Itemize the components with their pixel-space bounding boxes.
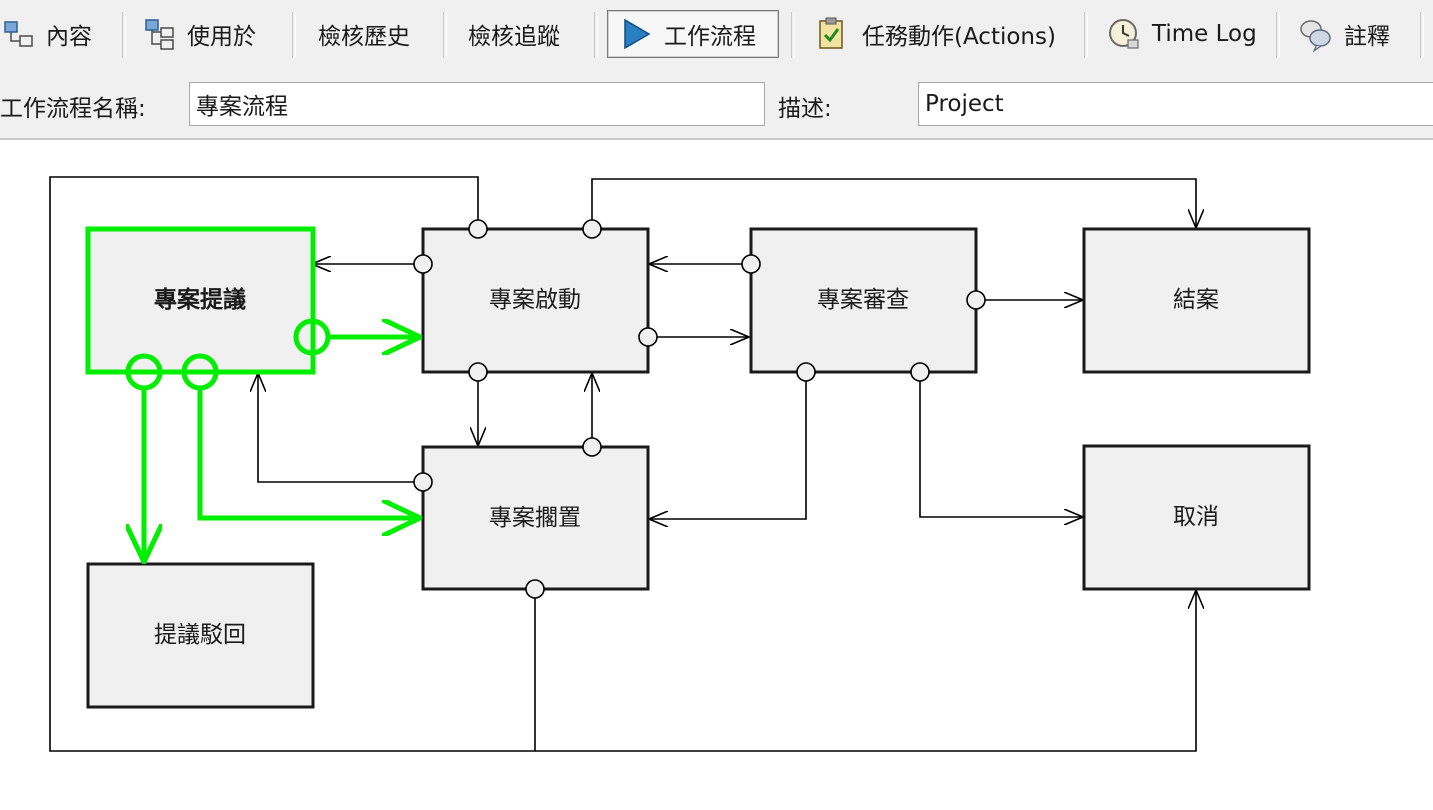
tab-audit-trail[interactable]: 檢核追蹤 (468, 10, 560, 58)
transition-start-to-close[interactable] (591, 178, 1196, 229)
transition-start-to-reject-loop[interactable] (49, 176, 1196, 752)
tab-time-log[interactable]: Time Log (1106, 10, 1257, 58)
toolbar-separator (1420, 12, 1424, 58)
tab-workflow-label: 工作流程 (664, 24, 756, 50)
workflow-name-input[interactable] (189, 82, 765, 126)
transition-review-to-hold[interactable] (649, 372, 807, 519)
workflow-properties: 工作流程名稱: 描述: (0, 70, 1433, 140)
node-hold[interactable]: 專案擱置 (421, 445, 650, 591)
port[interactable] (525, 579, 545, 599)
port[interactable] (966, 290, 986, 310)
toolbar-separator (292, 12, 296, 58)
node-cancel[interactable]: 取消 (1082, 444, 1311, 591)
port[interactable] (741, 254, 761, 274)
toolbar: 內容 使用於 檢核歷史 檢核追蹤 工作流程 (0, 0, 1433, 71)
port[interactable] (582, 219, 602, 239)
port[interactable] (796, 362, 816, 382)
node-proposal-label: 專案提議 (154, 286, 246, 313)
tab-audit-history-label: 檢核歷史 (318, 24, 410, 50)
tab-audit-trail-label: 檢核追蹤 (468, 24, 560, 50)
transition-hold-to-proposal[interactable] (258, 373, 422, 483)
node-proposal[interactable]: 專案提議 (85, 226, 316, 375)
tab-used-in-label: 使用於 (187, 24, 256, 50)
node-close[interactable]: 結案 (1082, 227, 1311, 374)
port[interactable] (413, 472, 433, 492)
speech-bubbles-icon (1300, 20, 1331, 52)
workflow-name-label: 工作流程名稱: (0, 96, 146, 122)
port[interactable] (413, 254, 433, 274)
used-in-icon (145, 19, 174, 50)
node-reject-label: 提議駁回 (154, 622, 246, 648)
workflow-diagram: 專案啟動 專案審查 結案 專案擱置 取消 提議駁回 專案提議 (49, 176, 1311, 752)
tab-audit-history[interactable]: 檢核歷史 (318, 10, 410, 58)
port[interactable] (468, 362, 488, 382)
clock-icon (1109, 19, 1139, 49)
toolbar-separator (791, 12, 795, 58)
tab-content-label: 內容 (46, 24, 92, 50)
port-selected[interactable] (181, 353, 219, 391)
clipboard-check-icon (819, 17, 843, 49)
tab-workflow[interactable]: 工作流程 (607, 10, 779, 58)
port-selected[interactable] (125, 353, 163, 391)
tab-used-in[interactable]: 使用於 (143, 10, 256, 58)
toolbar-separator (1276, 12, 1280, 58)
node-reject[interactable]: 提議駁回 (86, 562, 315, 709)
tab-actions[interactable]: 任務動作(Actions) (814, 10, 1056, 58)
toolbar-separator (1084, 12, 1088, 58)
tab-actions-label: 任務動作(Actions) (862, 24, 1056, 50)
toolbar-separator (122, 12, 126, 58)
port[interactable] (910, 362, 930, 382)
transition-review-to-cancel[interactable] (919, 372, 1083, 517)
transition-proposal-to-hold[interactable] (197, 388, 420, 518)
node-review-label: 專案審查 (817, 287, 909, 313)
tab-content[interactable]: 內容 (2, 10, 92, 58)
tab-time-log-label: Time Log (1152, 21, 1257, 47)
tab-notes-label: 註釋 (1344, 24, 1390, 50)
node-close-label: 結案 (1173, 287, 1219, 313)
node-start-label: 專案啟動 (489, 287, 581, 313)
tab-notes[interactable]: 註釋 (1298, 10, 1390, 58)
description-input[interactable] (918, 82, 1433, 126)
toolbar-separator (443, 12, 447, 58)
toolbar-separator (594, 12, 598, 58)
play-icon (624, 18, 651, 50)
node-start[interactable]: 專案啟動 (421, 227, 650, 374)
content-icon (4, 21, 33, 47)
port[interactable] (582, 437, 602, 457)
node-hold-label: 專案擱置 (489, 505, 581, 531)
node-cancel-label: 取消 (1173, 504, 1219, 530)
port[interactable] (468, 219, 488, 239)
description-label: 描述: (778, 96, 832, 122)
port[interactable] (638, 327, 658, 347)
port-selected[interactable] (293, 318, 331, 356)
node-review[interactable]: 專案審查 (749, 227, 978, 374)
